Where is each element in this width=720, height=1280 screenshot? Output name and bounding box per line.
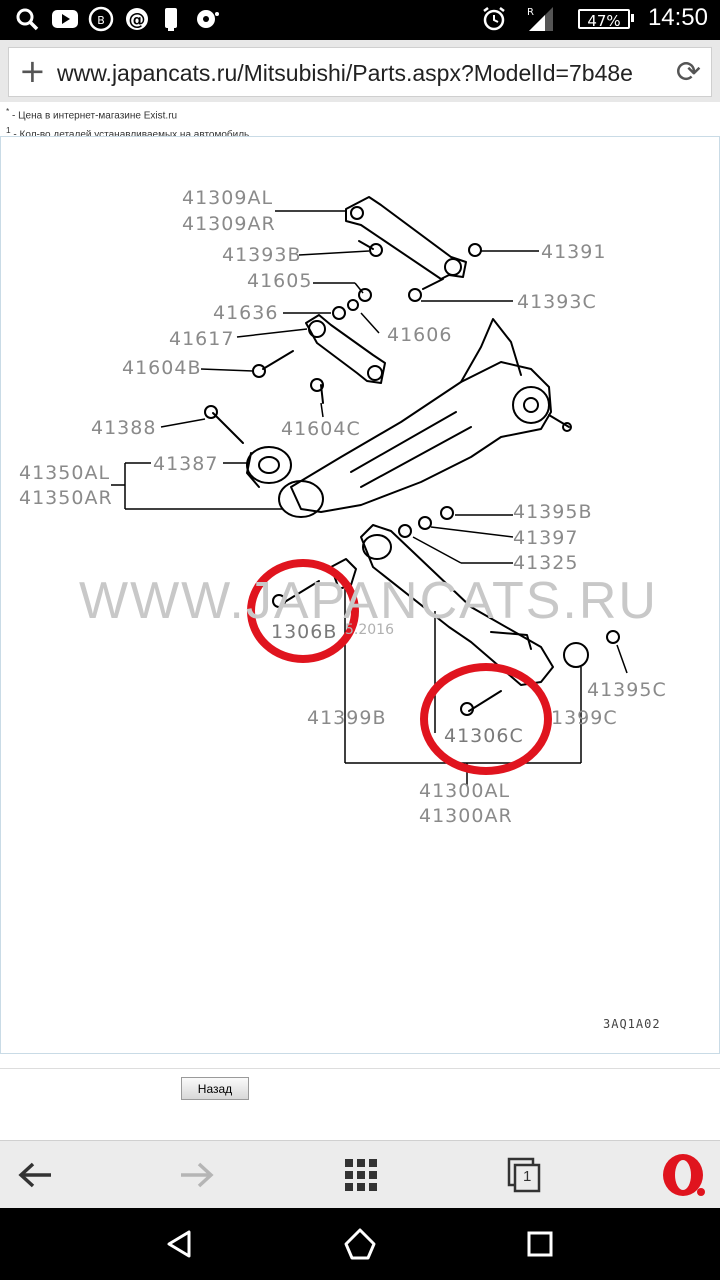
part-label-41397[interactable]: 41397 (513, 527, 579, 549)
back-triangle-icon[interactable] (150, 1208, 210, 1280)
watermark-date: 5.2016 (345, 622, 394, 638)
browser-bottom-bar: 1 (0, 1140, 720, 1209)
svg-text:@: @ (129, 10, 146, 30)
clock: 14:50 (647, 4, 708, 31)
svg-text:R: R (527, 7, 534, 18)
part-label-41350AL[interactable]: 41350AL (19, 462, 111, 484)
tab-count: 1 (523, 1168, 532, 1185)
svg-text:B: B (97, 14, 105, 27)
part-label-41350AR[interactable]: 41350AR (19, 487, 113, 509)
vk-icon: B (86, 6, 116, 32)
browser-toolbar: + www.japancats.ru/Mitsubishi/Parts.aspx… (0, 40, 720, 102)
part-label-41399C[interactable]: 1399C (551, 707, 618, 729)
part-label-41604B[interactable]: 41604B (122, 357, 202, 379)
part-label-41604C[interactable]: 41604C (281, 418, 361, 440)
opera-menu-icon[interactable] (656, 1141, 710, 1209)
part-label-41395C[interactable]: 41395C (587, 679, 667, 701)
forward-arrow-icon[interactable] (172, 1141, 222, 1209)
parts-diagram: WWW.JAPANCATS.RU 5.2016 41309AL 41309AR … (0, 136, 720, 1054)
part-label-41306B[interactable]: 1306B (271, 621, 338, 643)
new-tab-plus-icon[interactable]: + (19, 52, 46, 90)
divider (0, 1068, 720, 1069)
youtube-icon (50, 6, 80, 32)
part-label-41300AR[interactable]: 41300AR (419, 805, 513, 827)
part-label-41309AR[interactable]: 41309AR (182, 213, 276, 235)
part-label-41387[interactable]: 41387 (153, 453, 219, 475)
recents-icon[interactable] (510, 1208, 570, 1280)
podcast-icon (194, 6, 220, 32)
footnote-price-mark: * (6, 106, 10, 116)
url-text[interactable]: www.japancats.ru/Mitsubishi/Parts.aspx?M… (57, 60, 633, 86)
footnote-qty: 1 - Кол-во деталей устанавливаемых на ав… (6, 123, 252, 142)
part-label-41325[interactable]: 41325 (513, 552, 579, 574)
part-label-41309AL[interactable]: 41309AL (182, 187, 274, 209)
parts-drawing (111, 196, 628, 785)
reload-icon[interactable]: ⟳ (675, 55, 701, 90)
android-nav-bar (0, 1208, 720, 1280)
figure-code: 3AQ1A02 (603, 1017, 661, 1031)
at-icon: @ (122, 6, 152, 32)
home-icon[interactable] (330, 1208, 390, 1280)
address-bar[interactable]: + www.japancats.ru/Mitsubishi/Parts.aspx… (8, 47, 712, 97)
footnote-price: * - Цена в интернет-магазине Exist.ru (6, 104, 252, 123)
part-label-41395B[interactable]: 41395B (513, 501, 593, 523)
footnote-qty-text: - Кол-во деталей устанавливаемых на авто… (11, 130, 252, 141)
part-label-41306C[interactable]: 41306C (444, 725, 524, 747)
footnote-price-text: - Цена в интернет-магазине Exist.ru (9, 110, 178, 122)
footnote-qty-mark: 1 (6, 125, 11, 136)
battery-tip (631, 14, 634, 22)
part-label-41605[interactable]: 41605 (247, 270, 313, 292)
back-button[interactable]: Назад (181, 1077, 249, 1100)
alarm-icon (481, 6, 507, 32)
phone-charge-icon (160, 6, 182, 32)
part-label-41393B[interactable]: 41393B (222, 244, 302, 266)
search-icon (10, 6, 44, 32)
battery-icon: 47% (578, 9, 630, 30)
status-bar: B @ R 47% 14:50 (0, 0, 720, 40)
watermark-text: WWW.JAPANCATS.RU (79, 572, 658, 630)
part-label-41399B[interactable]: 41399B (307, 707, 387, 729)
part-label-41606[interactable]: 41606 (387, 324, 453, 346)
speed-dial-icon[interactable] (336, 1141, 386, 1209)
part-label-41617[interactable]: 41617 (169, 328, 235, 350)
footnotes: * - Цена в интернет-магазине Exist.ru 1 … (6, 104, 252, 143)
part-label-41636[interactable]: 41636 (213, 302, 279, 324)
signal-icon: R (520, 6, 556, 32)
part-label-41393C[interactable]: 41393C (517, 291, 597, 313)
part-label-41388[interactable]: 41388 (91, 417, 157, 439)
part-label-41391[interactable]: 41391 (541, 241, 607, 263)
back-arrow-icon[interactable] (10, 1141, 60, 1209)
part-label-41300AL[interactable]: 41300AL (419, 780, 511, 802)
tabs-icon[interactable]: 1 (500, 1141, 550, 1209)
battery-level: 47% (587, 12, 621, 30)
